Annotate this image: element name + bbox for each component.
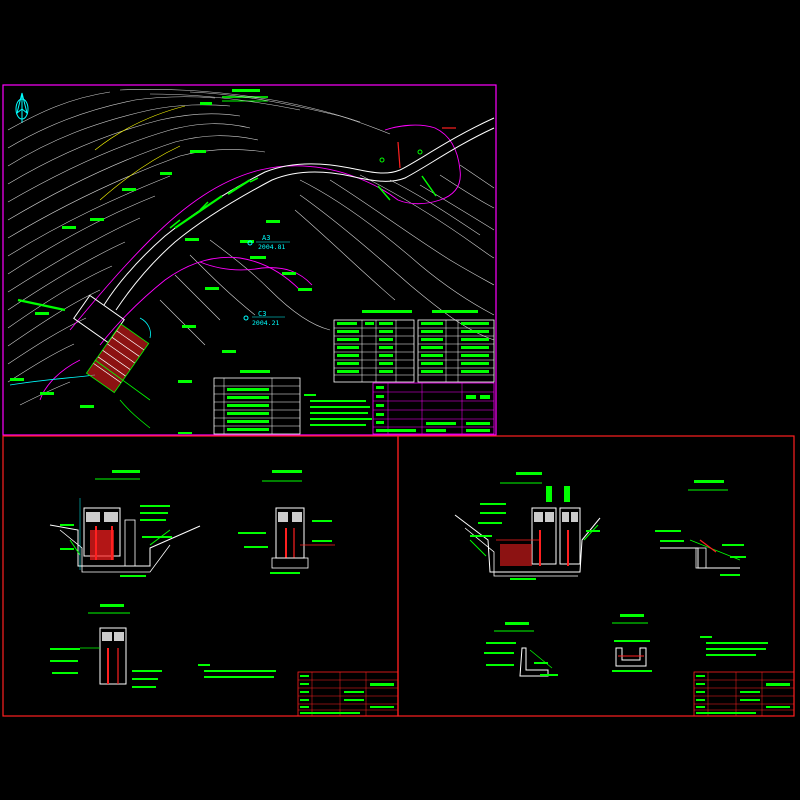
bottom-left-sheet	[2, 435, 399, 717]
quantity-table-left	[333, 310, 415, 383]
top-title-block	[372, 382, 495, 435]
index-contours	[94, 105, 186, 201]
section-view-2	[238, 470, 335, 574]
point-a3-elevation: 2004.81	[258, 243, 285, 251]
north-arrow-icon	[15, 92, 29, 123]
bottom-right-sheet-border	[397, 435, 795, 717]
section-view-4	[454, 472, 601, 580]
bottom-right-title-block	[693, 671, 795, 717]
point-c3-elevation: 2004.21	[252, 319, 279, 327]
road-marker-red	[397, 127, 456, 169]
survey-point	[417, 149, 423, 155]
bottom-right-sheet	[397, 435, 795, 717]
slanted-labels	[17, 179, 251, 312]
top-sheet-border	[2, 84, 497, 436]
bottom-left-notes	[198, 664, 276, 678]
point-c3-code: C3	[258, 310, 266, 318]
top-notes	[304, 394, 372, 426]
elevation-labels	[10, 102, 312, 434]
summary-table	[213, 370, 301, 435]
bottom-right-notes	[700, 636, 768, 656]
access-road	[103, 117, 495, 311]
section-view-7	[612, 614, 652, 672]
section-view-1	[49, 470, 201, 577]
section-view-5	[655, 480, 746, 576]
cyan-features	[9, 317, 151, 386]
point-a3-code: A3	[262, 234, 270, 242]
top-sheet: A3 2004.81 C3 2004.21	[2, 84, 497, 436]
dam-structure	[73, 294, 151, 429]
contour-lines	[7, 88, 495, 406]
quantity-table-right	[417, 310, 495, 383]
point-c3: C3 2004.21	[243, 310, 285, 327]
point-a3: A3 2004.81	[247, 234, 290, 251]
section-view-3	[50, 604, 162, 688]
survey-point	[379, 157, 385, 163]
section-view-6	[484, 622, 558, 677]
